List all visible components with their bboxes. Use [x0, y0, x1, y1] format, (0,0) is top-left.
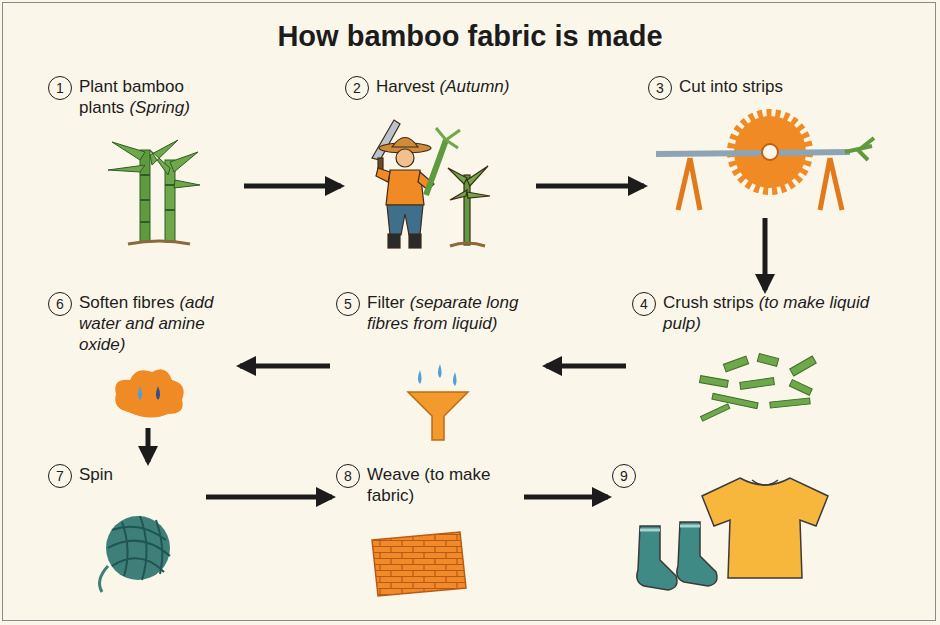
step-heading: 1 Plant bamboo plants(Spring)	[48, 76, 238, 118]
step-name: Harvest	[376, 77, 435, 96]
flow-arrow	[240, 364, 330, 369]
bamboo-plants	[108, 140, 200, 244]
callout-number: 9	[612, 464, 636, 488]
step-box: 4 Crush strips(to make liquid pulp)	[632, 292, 882, 428]
flow-arrow	[536, 184, 644, 189]
flow-arrow	[524, 495, 608, 500]
step-name: Spin	[79, 465, 113, 484]
step-box: 3 Cut into strips	[648, 76, 880, 216]
flow-arrow	[206, 495, 332, 500]
step-heading: 2 Harvest (Autumn)	[345, 76, 530, 100]
callout-number: 7	[48, 464, 72, 488]
callout-number: 5	[336, 292, 360, 316]
step-heading: 9	[612, 464, 852, 488]
flow-arrow	[244, 184, 341, 189]
filter-funnel	[408, 364, 468, 440]
step-box: 6 Soften fibres(add water and amine oxide…	[48, 292, 236, 426]
step-heading: 7 Spin	[48, 464, 200, 488]
saw-bench	[656, 113, 874, 210]
step-name: Crush strips	[663, 293, 754, 312]
step-label: Spin	[79, 464, 113, 485]
step-box: 8 Weave (to make fabric)	[336, 464, 518, 600]
step-note: (Spring)	[129, 98, 189, 117]
step-name: Filter	[367, 293, 405, 312]
step-heading: 5 Filter(separate long fibres from liquid…	[336, 292, 542, 334]
step-box: 5 Filter(separate long fibres from liquid…	[336, 292, 542, 444]
step-label: Harvest (Autumn)	[376, 76, 510, 97]
flow-arrow	[146, 428, 151, 462]
step-label: Weave (to make fabric)	[367, 464, 518, 506]
crushed-strips	[700, 354, 817, 422]
step-heading: 8 Weave (to make fabric)	[336, 464, 518, 506]
garments	[637, 478, 828, 590]
flow-arrow	[763, 218, 768, 290]
step-note: (Autumn)	[440, 77, 510, 96]
step-label: Crush strips(to make liquid pulp)	[663, 292, 882, 334]
callout-number: 4	[632, 292, 656, 316]
callout-number: 1	[48, 76, 72, 100]
callout-number: 2	[345, 76, 369, 100]
step-label: Soften fibres(add water and amine oxide)	[79, 292, 236, 355]
step-label: Plant bamboo plants(Spring)	[79, 76, 238, 118]
callout-number: 8	[336, 464, 360, 488]
softened-fibres	[115, 369, 183, 417]
flow-arrow	[546, 364, 626, 369]
step-heading: 4 Crush strips(to make liquid pulp)	[632, 292, 882, 334]
woven-fabric	[372, 532, 466, 596]
farmer-figure	[372, 120, 490, 248]
step-box: 2 Harvest (Autumn)	[345, 76, 530, 250]
step-heading: 3 Cut into strips	[648, 76, 880, 100]
step-name: Soften fibres	[79, 293, 174, 312]
step-box: 9	[612, 464, 852, 600]
step-label: Filter(separate long fibres from liquid)	[367, 292, 542, 334]
callout-number: 6	[48, 292, 72, 316]
step-box: 1 Plant bamboo plants(Spring)	[48, 76, 238, 250]
step-name: Weave (to make fabric)	[367, 465, 490, 505]
step-name: Cut into strips	[679, 77, 783, 96]
step-heading: 6 Soften fibres(add water and amine oxide…	[48, 292, 236, 355]
diagram-title: How bamboo fabric is made	[0, 20, 940, 53]
callout-number: 3	[648, 76, 672, 100]
step-label: Cut into strips	[679, 76, 783, 97]
yarn-ball	[100, 516, 170, 592]
step-box: 7 Spin	[48, 464, 200, 600]
